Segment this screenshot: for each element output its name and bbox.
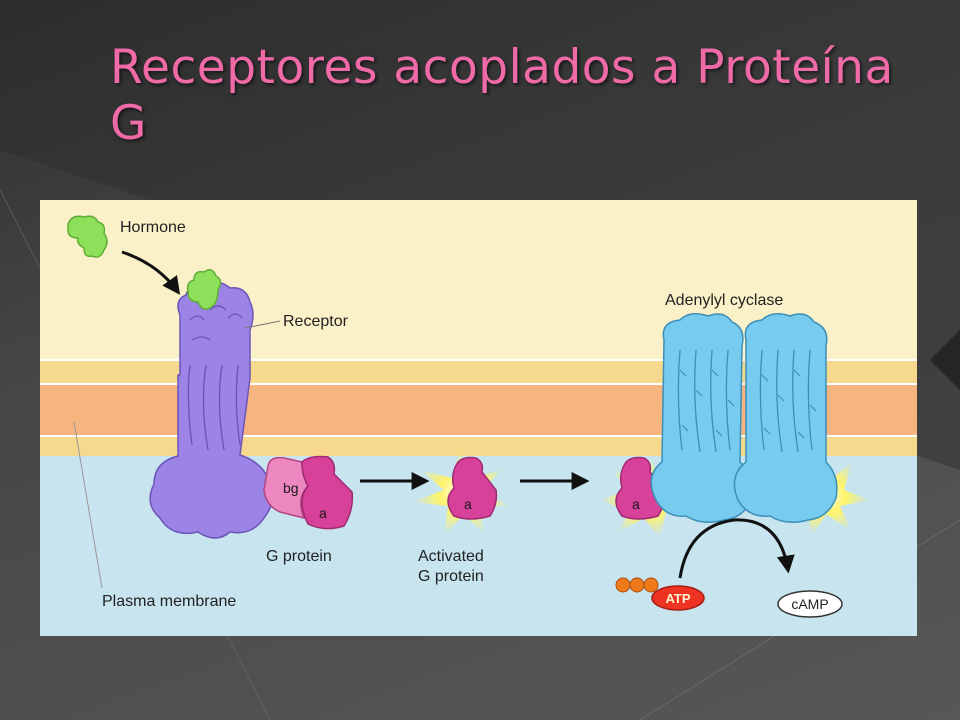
plasma-membrane-label: Plasma membrane	[102, 593, 236, 610]
slide-title: Receptores acoplados a Proteína G	[110, 40, 894, 151]
camp-label: cAMP	[791, 596, 828, 612]
receptor-label: Receptor	[283, 313, 349, 330]
gpcr-diagram: Hormone Receptor bg a G protein a Activa…	[40, 200, 917, 636]
phosphate-1	[615, 577, 631, 593]
hormone-label: Hormone	[120, 219, 186, 236]
hormone-molecule	[67, 215, 108, 258]
phosphate-2	[629, 577, 645, 593]
activated-g-protein-label-line2: G protein	[418, 568, 484, 585]
activated-g-protein: a	[412, 450, 512, 536]
adenylyl-cyclase-label: Adenylyl cyclase	[665, 292, 783, 309]
hormone-arrow	[121, 250, 181, 295]
camp-molecule: cAMP	[777, 590, 843, 618]
atp-molecule: ATP	[615, 577, 705, 611]
adenylyl-cyclase-right-domain	[733, 313, 838, 523]
g-protein-label: G protein	[266, 548, 332, 565]
receptor-label-leader	[244, 320, 281, 329]
alpha-subunit-label: a	[319, 505, 327, 521]
bound-hormone	[186, 269, 222, 310]
adenylyl-cyclase	[650, 313, 838, 523]
activated-alpha-subunit-label: a	[464, 496, 472, 512]
atp-label: ATP	[665, 591, 690, 606]
conversion-arrow	[678, 518, 795, 579]
alpha-at-cyclase: a	[615, 456, 666, 520]
cyclase-alpha-subunit-label: a	[632, 496, 640, 512]
activated-g-protein-label-line1: Activated	[418, 548, 484, 565]
g-protein-alpha	[301, 455, 354, 530]
plasma-membrane-leader	[73, 421, 103, 589]
atp-ellipse	[651, 585, 705, 611]
g-protein: bg a	[263, 455, 354, 530]
camp-ellipse	[777, 590, 843, 618]
phosphate-3	[643, 577, 659, 593]
beta-gamma-subunit-label: bg	[283, 480, 299, 496]
